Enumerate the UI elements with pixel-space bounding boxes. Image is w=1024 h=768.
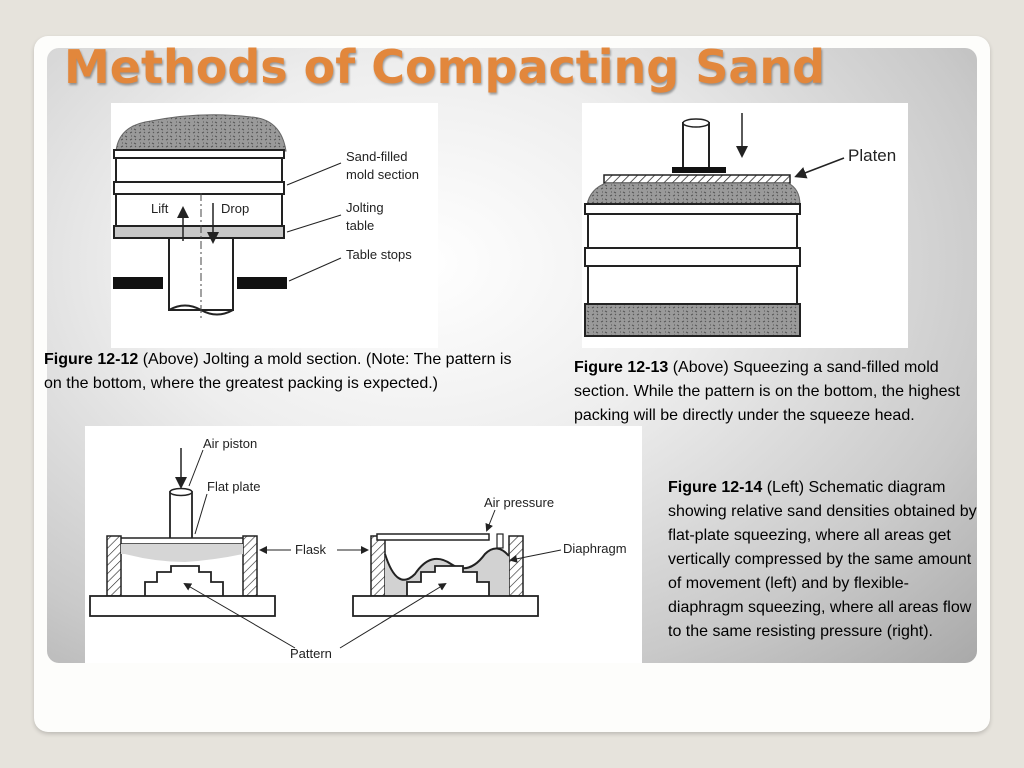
flask-label: Flask <box>295 542 327 557</box>
squeezing-diagram: Platen <box>584 113 896 337</box>
air-piston-label: Air piston <box>203 436 257 451</box>
jolting-table-label-1: Jolting <box>346 200 384 215</box>
jolting-diagram: Lift Drop Sand-filled mold section Jolti… <box>113 114 419 318</box>
caption-text: (Left) Schematic diagram showing relativ… <box>668 479 977 640</box>
air-pressure-label: Air pressure <box>484 495 554 510</box>
diaphragm-label: Diaphragm <box>563 541 627 556</box>
sand-filled-label-2: mold section <box>346 167 419 182</box>
figure-jolting: Lift Drop Sand-filled mold section Jolti… <box>111 103 438 348</box>
caption-text: (Above) Jolting a mold section. (Note: T… <box>44 351 512 392</box>
caption-number: Figure 12-13 <box>574 359 669 376</box>
table-stops-label: Table stops <box>346 247 412 262</box>
caption-number: Figure 12-12 <box>44 351 139 368</box>
caption-figure-12-12: Figure 12-12 (Above) Jolting a mold sect… <box>44 348 514 396</box>
jolting-table-label-2: table <box>346 218 374 233</box>
caption-text: (Above) Squeezing a sand-filled mold sec… <box>574 359 960 424</box>
slide-title: Methods of Compacting Sand <box>64 40 826 94</box>
pattern-label: Pattern <box>290 646 332 661</box>
figure-squeezing: Platen <box>582 103 908 348</box>
caption-number: Figure 12-14 <box>668 479 763 496</box>
sand-filled-label-1: Sand-filled <box>346 149 407 164</box>
caption-figure-12-14: Figure 12-14 (Left) Schematic diagram sh… <box>668 476 978 644</box>
lift-label: Lift <box>151 201 169 216</box>
flat-plate-label: Flat plate <box>207 479 260 494</box>
drop-label: Drop <box>221 201 249 216</box>
platen-label: Platen <box>848 146 896 165</box>
caption-figure-12-13: Figure 12-13 (Above) Squeezing a sand-fi… <box>574 356 984 428</box>
flat-plate-diaphragm-diagram: Air piston Flat plate Flask Air pressure… <box>89 436 627 661</box>
figure-flat-plate-diaphragm: Air piston Flat plate Flask Air pressure… <box>85 426 642 663</box>
